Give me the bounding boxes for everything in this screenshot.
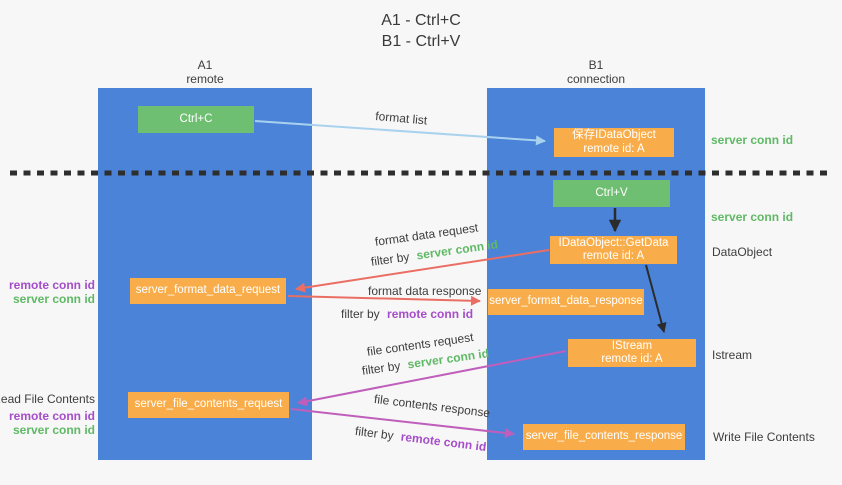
node-server-file-contents-response: server_file_contents_response bbox=[523, 424, 685, 450]
label-server-conn-id: server conn id bbox=[12, 423, 95, 437]
label-remote-conn-id: remote conn id bbox=[8, 278, 95, 292]
label-dataobject: DataObject bbox=[712, 245, 773, 259]
lane-header-a1: A1 remote bbox=[98, 58, 312, 86]
label-istream: Istream bbox=[712, 348, 753, 362]
label-group-conn-ids-file: remote conn id server conn id bbox=[9, 409, 95, 437]
node-server-file-contents-response-label: server_file_contents_response bbox=[525, 430, 683, 443]
lane-a1-role: remote bbox=[186, 71, 224, 86]
node-ctrl-c: Ctrl+C bbox=[138, 106, 254, 133]
node-istream-line2: remote id: A bbox=[601, 353, 663, 365]
node-getdata-line1: IDataObject::GetData bbox=[558, 236, 669, 249]
remote-conn-id-text: remote conn id bbox=[399, 429, 488, 454]
lane-b1-id: B1 bbox=[588, 58, 604, 72]
node-save-idataobject: 保存IDataObject remote id: A bbox=[554, 128, 674, 157]
node-save-idataobject-line1: 保存IDataObject bbox=[572, 129, 656, 141]
node-ctrl-v: Ctrl+V bbox=[553, 180, 670, 207]
node-server-format-data-request: server_format_data_request bbox=[130, 278, 286, 304]
node-ctrl-c-label: Ctrl+C bbox=[179, 112, 213, 125]
title-line-2: B1 - Ctrl+V bbox=[381, 33, 461, 50]
node-ctrl-v-label: Ctrl+V bbox=[595, 186, 628, 199]
label-format-list: format list bbox=[374, 109, 428, 128]
label-server-conn-id-mid: server conn id bbox=[711, 210, 794, 224]
lane-a1-id: A1 bbox=[197, 58, 213, 72]
lane-b1-role: connection bbox=[566, 71, 626, 86]
label-server-conn-id: server conn id bbox=[12, 292, 95, 306]
lane-header-b1: B1 connection bbox=[487, 58, 705, 86]
filter-by-text: filter by bbox=[370, 249, 411, 269]
remote-conn-id-text: remote conn id bbox=[387, 307, 474, 321]
node-getdata-line2: remote id: A bbox=[582, 250, 645, 262]
node-server-format-data-response-label: server_format_data_response bbox=[489, 295, 643, 308]
node-istream: IStream remote id: A bbox=[568, 339, 696, 367]
label-file-contents-response: file contents response bbox=[373, 392, 491, 421]
node-server-format-data-response: server_format_data_response bbox=[488, 289, 644, 315]
label-filter-by-remote-conn-id: filter by remote conn id bbox=[341, 307, 473, 321]
label-remote-conn-id: remote conn id bbox=[8, 409, 95, 423]
filter-by-text: filter by bbox=[354, 424, 395, 443]
node-idataobject-getdata: IDataObject::GetData remote id: A bbox=[550, 236, 677, 264]
label-filter-by-remote-conn-id-2: filter by remote conn id bbox=[354, 424, 487, 454]
title-line-1: A1 - Ctrl+C bbox=[381, 12, 461, 29]
label-read-file-contents: Read File Contents bbox=[0, 392, 95, 406]
node-server-file-contents-request-label: server_file_contents_request bbox=[134, 398, 283, 411]
node-istream-line1: IStream bbox=[611, 339, 653, 352]
diagram-title: A1 - Ctrl+C B1 - Ctrl+V bbox=[0, 10, 842, 52]
filter-by-text: filter by bbox=[361, 358, 402, 378]
filter-by-text: filter by bbox=[341, 307, 380, 321]
label-server-conn-id-top: server conn id bbox=[711, 133, 794, 147]
label-group-conn-ids-format: remote conn id server conn id bbox=[9, 278, 95, 306]
node-server-file-contents-request: server_file_contents_request bbox=[128, 392, 289, 418]
node-save-idataobject-line2: remote id: A bbox=[583, 142, 645, 155]
node-server-format-data-request-label: server_format_data_request bbox=[135, 284, 281, 297]
label-format-data-response: format data response bbox=[368, 284, 482, 298]
label-write-file-contents: Write File Contents bbox=[713, 430, 815, 444]
